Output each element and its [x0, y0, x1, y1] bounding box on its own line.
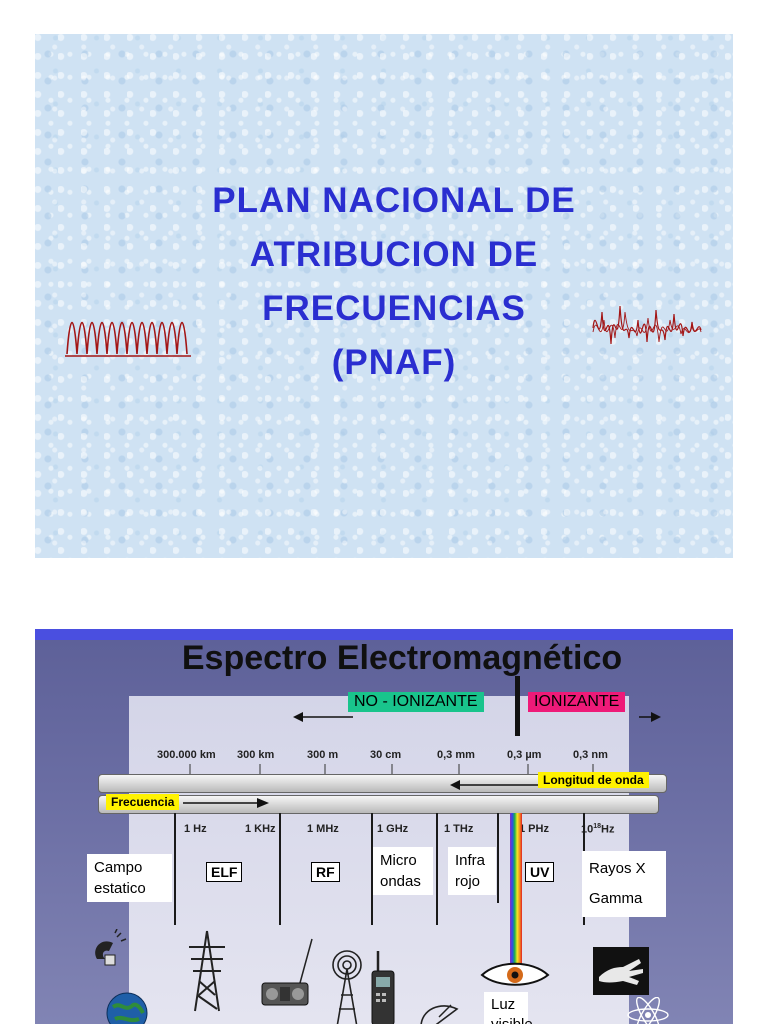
title-line-2: ATRIBUCION DE: [249, 235, 539, 274]
elf-box: ELF: [206, 862, 243, 882]
no-ionizante-label: NO - IONIZANTE: [348, 692, 484, 712]
luz-visible-line-2: visible: [491, 1015, 533, 1024]
title-line-1: PLAN NACIONAL DE: [212, 181, 576, 220]
magnet-icon: [95, 929, 127, 966]
band-divider: [436, 813, 438, 925]
wavelength-label: 300 m: [307, 749, 339, 761]
eye-icon: [480, 962, 550, 986]
xray-hand-icon: [593, 947, 649, 995]
rayos-x-gamma-box: Rayos X Gamma: [582, 851, 666, 917]
frequency-label: 1 GHz: [377, 823, 409, 835]
infra-rojo-box: Infra rojo: [448, 847, 496, 895]
rf-box: RF: [311, 862, 340, 882]
title-slide: PLAN NACIONAL DE ATRIBUCION DE FRECUENCI…: [35, 34, 733, 558]
luz-visible-box: Luz visible: [484, 992, 533, 1024]
luz-visible-line-1: Luz: [491, 996, 516, 1013]
slide-title: PLAN NACIONAL DE ATRIBUCION DE FRECUENCI…: [155, 174, 633, 390]
ionizante-label: IONIZANTE: [528, 692, 626, 712]
arrow-right-icon: [183, 798, 269, 808]
slide-top-bar: [35, 629, 733, 640]
modulated-wave-right-icon: [592, 305, 702, 345]
frequency-bar: [98, 795, 659, 814]
wavelength-label: 300.000 km: [157, 749, 216, 761]
band-divider: [174, 813, 176, 925]
frequency-label: 1 PHz: [519, 823, 549, 835]
band-divider: [279, 813, 281, 925]
frequency-label: 1 MHz: [307, 823, 339, 835]
mobile-phone-icon: [371, 951, 395, 1024]
ionizing-divider: [515, 676, 520, 736]
slide-title: Espectro Electromagnético: [181, 639, 623, 677]
atom-icon: [627, 997, 669, 1024]
visible-light-rainbow: [510, 813, 522, 973]
micro-ondas-box: Micro ondas: [373, 847, 433, 895]
campo-estatico-box: Campo estatico: [87, 854, 172, 902]
campo-estatico-line-1: Campo: [94, 859, 143, 876]
arrow-left-icon: [293, 712, 353, 722]
wavelength-label: 0,3 mm: [437, 749, 475, 761]
wavelength-label: 0,3 nm: [573, 749, 608, 761]
globe-icon: [106, 992, 148, 1024]
wavelength-label: 0,3 µm: [507, 749, 542, 761]
frequency-label: 1 Hz: [184, 823, 207, 835]
rayos-x-label: Rayos X: [589, 860, 646, 877]
gamma-label: Gamma: [589, 890, 643, 907]
radio-icon: [261, 938, 313, 1006]
micro-ondas-line-2: ondas: [380, 873, 421, 890]
power-tower-icon: [189, 930, 225, 1012]
wavelength-label: 30 cm: [370, 749, 402, 761]
campo-estatico-line-2: estatico: [94, 880, 146, 897]
wavelength-label: 300 km: [237, 749, 275, 761]
arrow-right-icon: [639, 712, 661, 722]
frequency-label: 1 THz: [444, 823, 474, 835]
sine-wave-left-icon: [65, 321, 191, 357]
wavelength-bar: [98, 774, 667, 793]
band-divider: [371, 813, 373, 925]
frequency-label: 1 KHz: [245, 823, 276, 835]
antenna-tower-icon: [332, 950, 362, 1024]
uv-box: UV: [525, 862, 555, 882]
arrow-left-icon: [450, 780, 540, 790]
frequency-label-1018hz: 1018Hz: [581, 823, 615, 836]
band-divider: [497, 813, 499, 903]
title-line-3: FRECUENCIAS: [262, 289, 526, 328]
frequency-tag: Frecuencia: [106, 794, 180, 810]
spectrum-slide: Espectro Electromagnético NO - IONIZANTE…: [35, 629, 733, 1024]
infra-rojo-line-1: Infra: [455, 852, 486, 869]
micro-ondas-line-1: Micro: [380, 852, 417, 869]
title-line-4: (PNAF): [331, 343, 457, 382]
satellite-dish-icon: [420, 1004, 459, 1024]
infra-rojo-line-2: rojo: [455, 873, 481, 890]
wavelength-tag: Longitud de onda: [538, 772, 649, 788]
